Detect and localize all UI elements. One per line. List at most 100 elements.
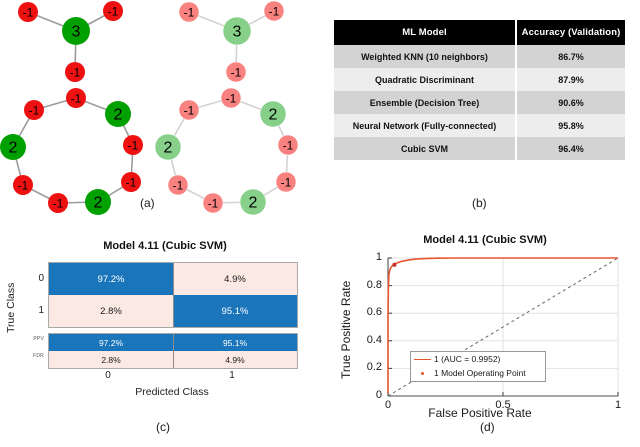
graph-node-label: -1 — [128, 139, 139, 153]
roc-xlabel: False Positive Rate — [428, 406, 532, 420]
graph-node-label: -1 — [29, 104, 40, 118]
table-row: Weighted KNN (10 neighbors)86.7% — [334, 45, 625, 68]
graph-node-label: -1 — [281, 176, 292, 190]
graph-node — [48, 193, 68, 213]
graph-node — [178, 1, 200, 23]
graph-star-faded: 3 -1 -1 -1 — [178, 0, 285, 83]
graph-node-label: 2 — [249, 195, 258, 212]
graph-node-label: -1 — [208, 197, 219, 211]
cm-matrix-row: 97.2% 4.9% — [49, 263, 297, 295]
graph-node — [275, 171, 297, 193]
graph-node-label: -1 — [269, 5, 280, 19]
graph-node — [202, 192, 224, 214]
cm-matrix-row: 2.8% 95.1% — [49, 295, 297, 327]
graph-node-label: 2 — [164, 140, 173, 157]
cm-cell-0-0: 97.2% — [49, 263, 173, 295]
roc-y-tick-label: 0.4 — [366, 333, 382, 346]
table-row: Neural Network (Fully-connected)95.8% — [334, 114, 625, 137]
graph-node-label: 2 — [114, 107, 123, 124]
graph-node — [18, 2, 38, 22]
graph-ring-solid: -12-1-12-1-12-1 — [0, 88, 143, 215]
cell-accuracy: 86.7% — [515, 45, 625, 68]
table-header-row: ML Model Accuracy (Validation) — [334, 20, 625, 45]
cm-cell-1-1: 95.1% — [173, 295, 297, 327]
graph-node-label: -1 — [23, 6, 34, 20]
confusion-matrix-title: Model 4.11 (Cubic SVM) — [103, 240, 227, 252]
graph-node — [123, 135, 143, 155]
legend-dot-icon — [414, 371, 431, 375]
graph-node — [103, 1, 123, 21]
graph-node — [65, 62, 85, 82]
legend-line-icon — [414, 358, 431, 360]
caption-b: (b) — [472, 196, 487, 210]
panel-d-roc-curve: Model 4.11 (Cubic SVM) True Positive Rat… — [330, 230, 640, 447]
cell-model-name: Quadratic Discriminant — [334, 68, 516, 91]
cm-col-label-1: 1 — [229, 370, 235, 381]
column-header-model: ML Model — [334, 20, 516, 45]
legend-entry-operating-point: 1 Model Operating Point — [411, 366, 545, 380]
cm-ppv-0: 97.2% — [49, 334, 173, 351]
roc-title: Model 4.11 (Cubic SVM) — [423, 234, 547, 246]
graph-node — [167, 174, 189, 196]
roc-y-tick-label: 0 — [375, 389, 382, 401]
cm-cell-0-1: 4.9% — [173, 263, 297, 295]
graph-node — [24, 100, 44, 120]
graph-node-label: -1 — [283, 139, 294, 153]
cell-accuracy: 87.9% — [515, 68, 625, 91]
graph-node — [239, 188, 267, 216]
roc-y-tick-label: 0.8 — [366, 278, 382, 291]
cell-accuracy: 96.4% — [515, 137, 625, 160]
roc-legend: 1 (AUC = 0.9952) 1 Model Operating Point — [410, 351, 546, 382]
graph-node-label: -1 — [70, 66, 81, 80]
graph-node-label: 3 — [233, 24, 242, 41]
graph-node-label: -1 — [184, 6, 195, 20]
cell-accuracy: 95.8% — [515, 114, 625, 137]
graph-node-label: -1 — [231, 66, 242, 80]
table-row: Ensemble (Decision Tree)90.6% — [334, 91, 625, 114]
cell-model-name: Ensemble (Decision Tree) — [334, 91, 516, 114]
roc-y-tick-label: 1 — [375, 251, 382, 263]
graph-node — [178, 99, 200, 121]
graph-node-label: 2 — [269, 107, 278, 124]
caption-d: (d) — [480, 420, 495, 434]
cm-summary-row-fdr: 2.8% 4.9% — [49, 351, 297, 368]
cm-row-label-0: 0 — [38, 273, 44, 284]
graph-node-label: 2 — [9, 140, 18, 157]
graph-node-label: -1 — [71, 92, 82, 106]
cm-cell-1-0: 2.8% — [49, 295, 173, 327]
cm-column-divider — [173, 263, 174, 327]
cm-summary-column-divider — [173, 334, 174, 368]
cm-row-label-1: 1 — [38, 305, 44, 316]
cm-fdr-1: 4.9% — [173, 351, 297, 368]
cell-model-name: Neural Network (Fully-connected) — [334, 114, 516, 137]
graph-node-label: -1 — [126, 176, 137, 190]
graph-node — [263, 0, 285, 22]
graph-node-label: -1 — [18, 179, 29, 193]
graph-node — [66, 88, 86, 108]
graph-node-label: 2 — [94, 195, 103, 212]
cell-accuracy: 90.6% — [515, 91, 625, 114]
caption-c: (c) — [156, 420, 170, 434]
graph-star-solid: 3-1-1-1 — [18, 1, 123, 82]
graph-canvas: 3-1-1-1-12-1-12-1-12-13-1-1-1-12-1-12-1-… — [0, 0, 299, 216]
graph-node — [0, 134, 26, 160]
roc-x-tick-label: 0 — [384, 399, 392, 411]
graph-node — [121, 172, 141, 192]
graph-node-label: -1 — [184, 104, 195, 118]
graph-node — [225, 61, 247, 83]
panel-c-confusion-matrix: Model 4.11 (Cubic SVM) True Class 0 1 97… — [0, 230, 330, 447]
ml-model-accuracy-table: ML Model Accuracy (Validation) Weighted … — [334, 20, 625, 160]
graph-node — [220, 87, 242, 109]
graph-node — [62, 17, 90, 45]
confusion-matrix-cells: 97.2% 4.9% 2.8% 95.1% — [48, 262, 298, 328]
legend-label-auc: 1 (AUC = 0.9952) — [434, 354, 501, 364]
roc-y-tick-label: 0.6 — [366, 306, 382, 319]
graph-node-label: -1 — [173, 179, 184, 193]
cell-model-name: Cubic SVM — [334, 137, 516, 160]
column-header-accuracy: Accuracy (Validation) — [515, 20, 625, 45]
confusion-matrix-ylabel: True Class — [5, 282, 17, 334]
cm-ppv-1: 95.1% — [173, 334, 297, 351]
